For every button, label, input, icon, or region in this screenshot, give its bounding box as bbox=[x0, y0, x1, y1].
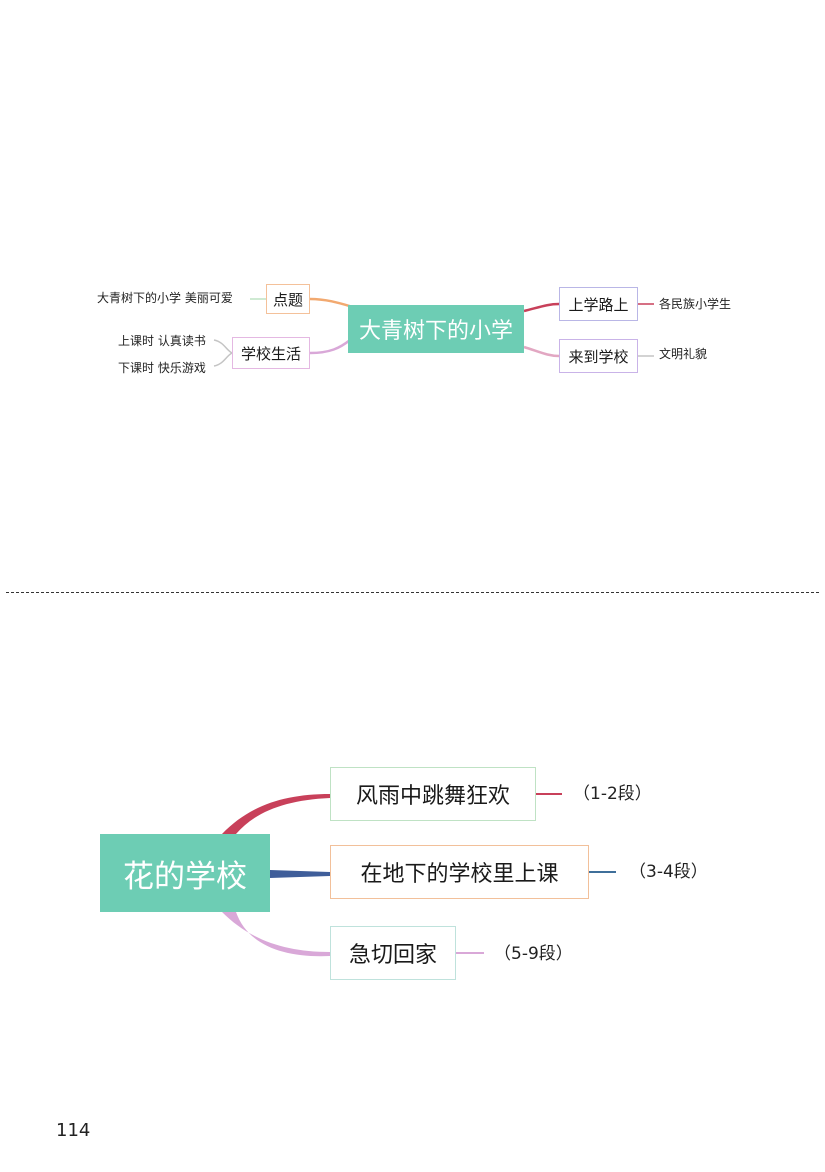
leaf-arrive-school: 文明礼貌 bbox=[659, 347, 708, 361]
branch-dianti: 点题 bbox=[266, 284, 310, 314]
leaf-in-class: 上课时 认真读书 bbox=[118, 334, 206, 348]
note-paragraphs-3-4: （3-4段） bbox=[629, 862, 708, 882]
dashed-divider bbox=[6, 592, 819, 593]
branch-arrive-school: 来到学校 bbox=[559, 339, 638, 373]
leaf-bracket-xxsh bbox=[213, 339, 233, 367]
page-number: 114 bbox=[56, 1120, 91, 1141]
connector-sxls bbox=[523, 302, 560, 313]
branch-school-life: 学校生活 bbox=[232, 337, 310, 369]
connector-zd bbox=[270, 870, 330, 878]
branch-on-the-way: 上学路上 bbox=[559, 287, 638, 321]
branch-underground-school: 在地下的学校里上课 bbox=[330, 845, 589, 899]
connector-ldxx bbox=[523, 345, 560, 358]
connector-xxsh bbox=[309, 339, 351, 355]
central-topic-map1: 大青树下的小学 bbox=[348, 305, 524, 353]
leaf-after-class: 下课时 快乐游戏 bbox=[118, 361, 206, 375]
note-paragraphs-5-9: （5-9段） bbox=[494, 944, 573, 964]
leaf-dianti: 大青树下的小学 美丽可爱 bbox=[97, 291, 233, 305]
note-paragraphs-1-2: （1-2段） bbox=[573, 784, 652, 804]
leaf-on-the-way: 各民族小学生 bbox=[659, 297, 732, 311]
branch-hurry-home: 急切回家 bbox=[330, 926, 456, 980]
branch-dance-in-rain: 风雨中跳舞狂欢 bbox=[330, 767, 536, 821]
connector-jq bbox=[222, 912, 330, 957]
central-topic-map2: 花的学校 bbox=[100, 834, 270, 912]
connector-fy bbox=[222, 794, 330, 834]
